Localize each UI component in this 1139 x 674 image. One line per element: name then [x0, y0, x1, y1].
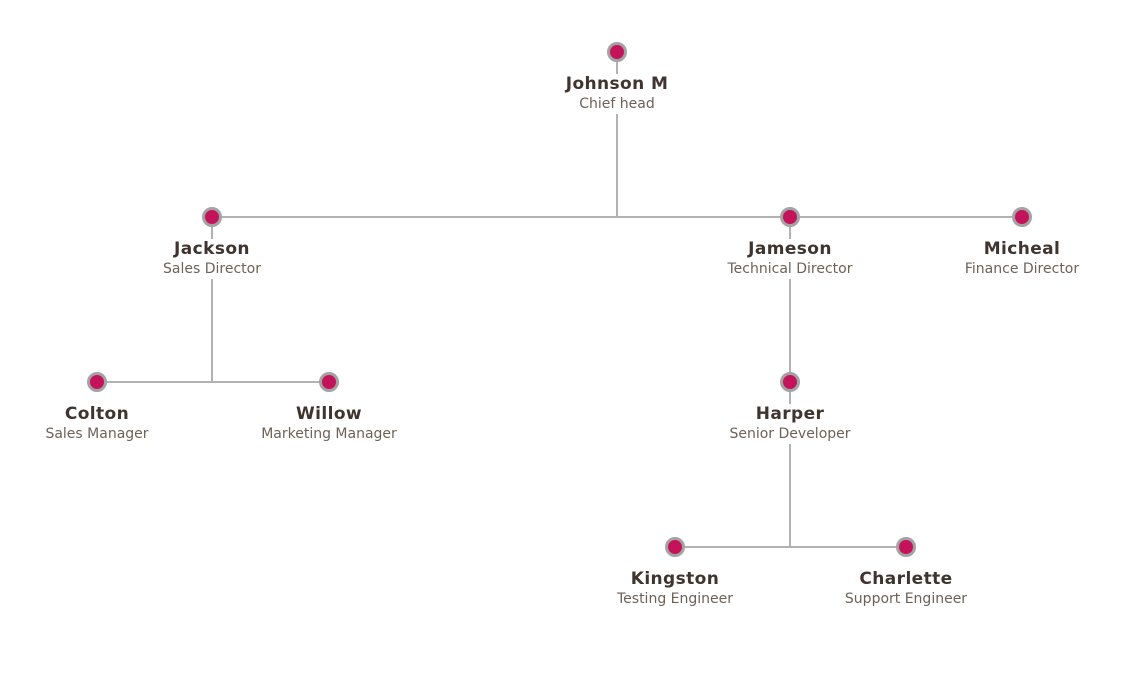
node-label: Charlette Support Engineer [841, 569, 971, 609]
person-name: Jameson [748, 239, 832, 259]
person-name: Colton [64, 404, 130, 424]
person-role: Finance Director [964, 261, 1080, 277]
harper-node-marker[interactable] [780, 372, 800, 392]
willow-node-marker[interactable] [319, 372, 339, 392]
person-name: Harper [755, 404, 825, 424]
person-name: Johnson M [565, 74, 669, 94]
person-role: Sales Director [163, 261, 261, 277]
person-name: Micheal [983, 239, 1061, 259]
person-name: Kingston [630, 569, 720, 589]
johnson-m-node-marker[interactable] [607, 42, 627, 62]
node-label: Kingston Testing Engineer [613, 569, 737, 609]
node-label: Willow Marketing Manager [258, 404, 400, 444]
person-name: Charlette [859, 569, 953, 589]
node-label: Colton Sales Manager [42, 404, 152, 444]
person-role: Senior Developer [729, 426, 851, 442]
node-label: Micheal Finance Director [961, 239, 1083, 279]
node-label: Johnson M Chief head [562, 74, 672, 114]
node-label: Harper Senior Developer [726, 404, 854, 444]
person-role: Testing Engineer [616, 591, 734, 607]
micheal-node-marker[interactable] [1012, 207, 1032, 227]
person-role: Marketing Manager [261, 426, 397, 442]
person-role: Technical Director [727, 261, 853, 277]
person-role: Sales Manager [45, 426, 149, 442]
jameson-node-marker[interactable] [780, 207, 800, 227]
person-role: Support Engineer [844, 591, 968, 607]
colton-node-marker[interactable] [87, 372, 107, 392]
jackson-node-marker[interactable] [202, 207, 222, 227]
person-name: Jackson [174, 239, 250, 259]
kingston-node-marker[interactable] [665, 537, 685, 557]
charlette-node-marker[interactable] [896, 537, 916, 557]
node-label: Jackson Sales Director [160, 239, 264, 279]
person-name: Willow [295, 404, 363, 424]
person-role: Chief head [579, 96, 655, 112]
node-label: Jameson Technical Director [724, 239, 856, 279]
